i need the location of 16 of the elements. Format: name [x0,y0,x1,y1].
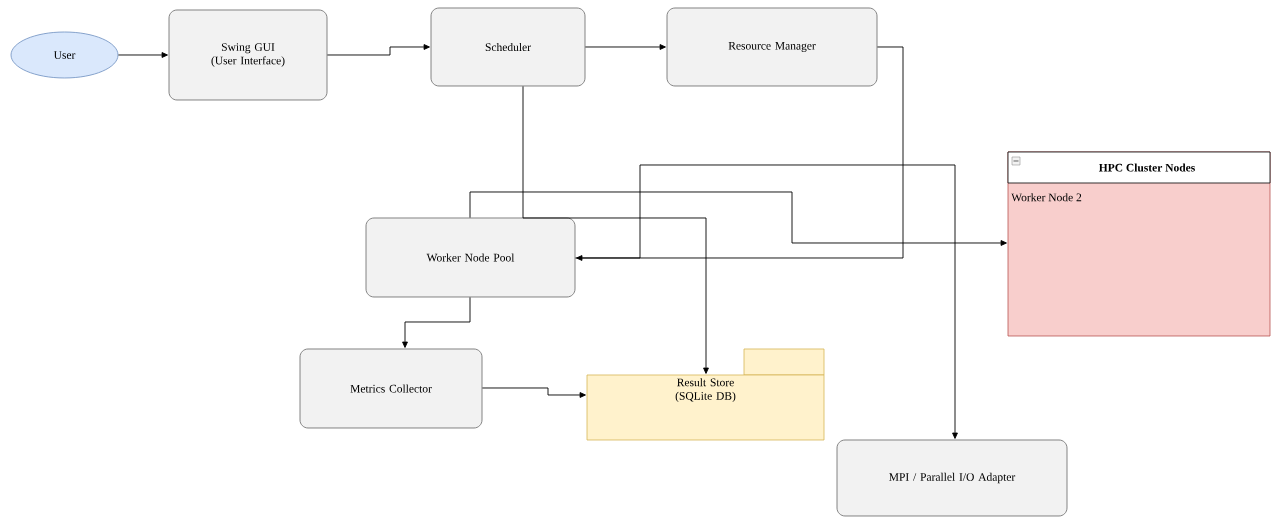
arrow [481,387,586,398]
process-box: Scheduler [430,7,586,87]
arrow [576,46,904,261]
process-box: Worker Node Pool [365,217,576,298]
arrow [117,52,168,58]
arrow [326,44,430,56]
arrow [584,44,666,50]
process-box: Swing GUI (User Interface) [168,9,328,101]
container-box: HPC Cluster Nodes Worker Node 2 [1007,151,1271,337]
arrow [469,191,1007,246]
arrow [522,85,709,374]
arrow [402,296,471,348]
process-box: Resource Manager [666,7,878,87]
arrow [574,164,958,439]
process-box: Metrics Collector [299,348,483,429]
process-box: MPI / Parallel I/O Adapter [836,439,1068,517]
